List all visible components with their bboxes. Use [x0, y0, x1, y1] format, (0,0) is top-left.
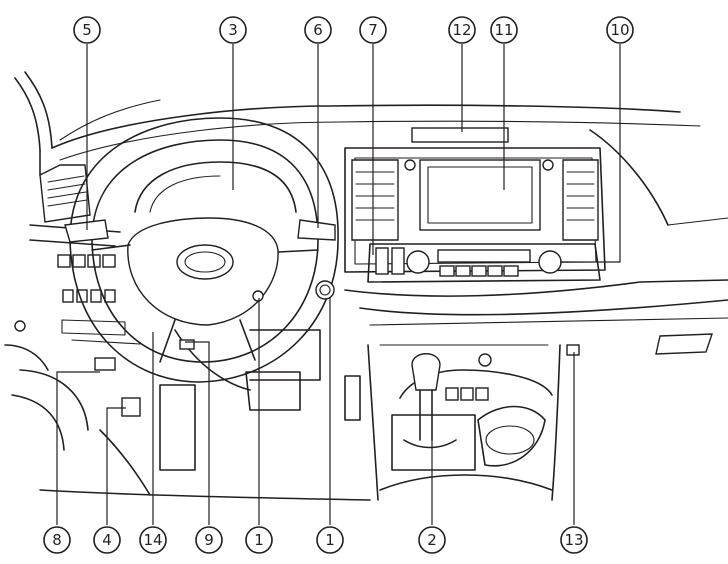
callout-10: 10 [606, 16, 634, 44]
callout-7: 7 [359, 16, 387, 44]
callout-3: 3 [219, 16, 247, 44]
svg-text:12: 12 [452, 21, 471, 39]
callout-1b: 1 [316, 526, 344, 554]
svg-text:6: 6 [313, 21, 323, 39]
callout-14: 14 [139, 526, 167, 554]
leader-10 [560, 44, 621, 263]
callout-8: 8 [43, 526, 71, 554]
callout-13: 13 [560, 526, 588, 554]
callout-11: 11 [490, 16, 518, 44]
svg-text:8: 8 [52, 531, 62, 549]
dashboard-illustration [4, 71, 728, 501]
leader-lines [56, 44, 621, 525]
leader-4 [106, 407, 126, 525]
svg-text:5: 5 [82, 21, 92, 39]
callouts: 5 3 6 7 12 11 10 8 4 14 9 1 1 2 13 [43, 16, 634, 554]
svg-text:1: 1 [254, 531, 264, 549]
leader-8 [56, 371, 100, 525]
callout-1a: 1 [245, 526, 273, 554]
svg-text:4: 4 [102, 531, 112, 549]
svg-text:1: 1 [325, 531, 335, 549]
svg-text:3: 3 [228, 21, 238, 39]
svg-text:7: 7 [368, 21, 378, 39]
svg-text:11: 11 [494, 21, 513, 39]
callout-5: 5 [73, 16, 101, 44]
callout-9: 9 [195, 526, 223, 554]
svg-text:9: 9 [204, 531, 214, 549]
svg-text:10: 10 [610, 21, 629, 39]
callout-12: 12 [448, 16, 476, 44]
svg-text:2: 2 [427, 531, 437, 549]
callout-2: 2 [418, 526, 446, 554]
callout-6: 6 [304, 16, 332, 44]
svg-text:14: 14 [143, 531, 162, 549]
svg-text:13: 13 [564, 531, 583, 549]
callout-4: 4 [93, 526, 121, 554]
leader-9 [185, 341, 210, 525]
